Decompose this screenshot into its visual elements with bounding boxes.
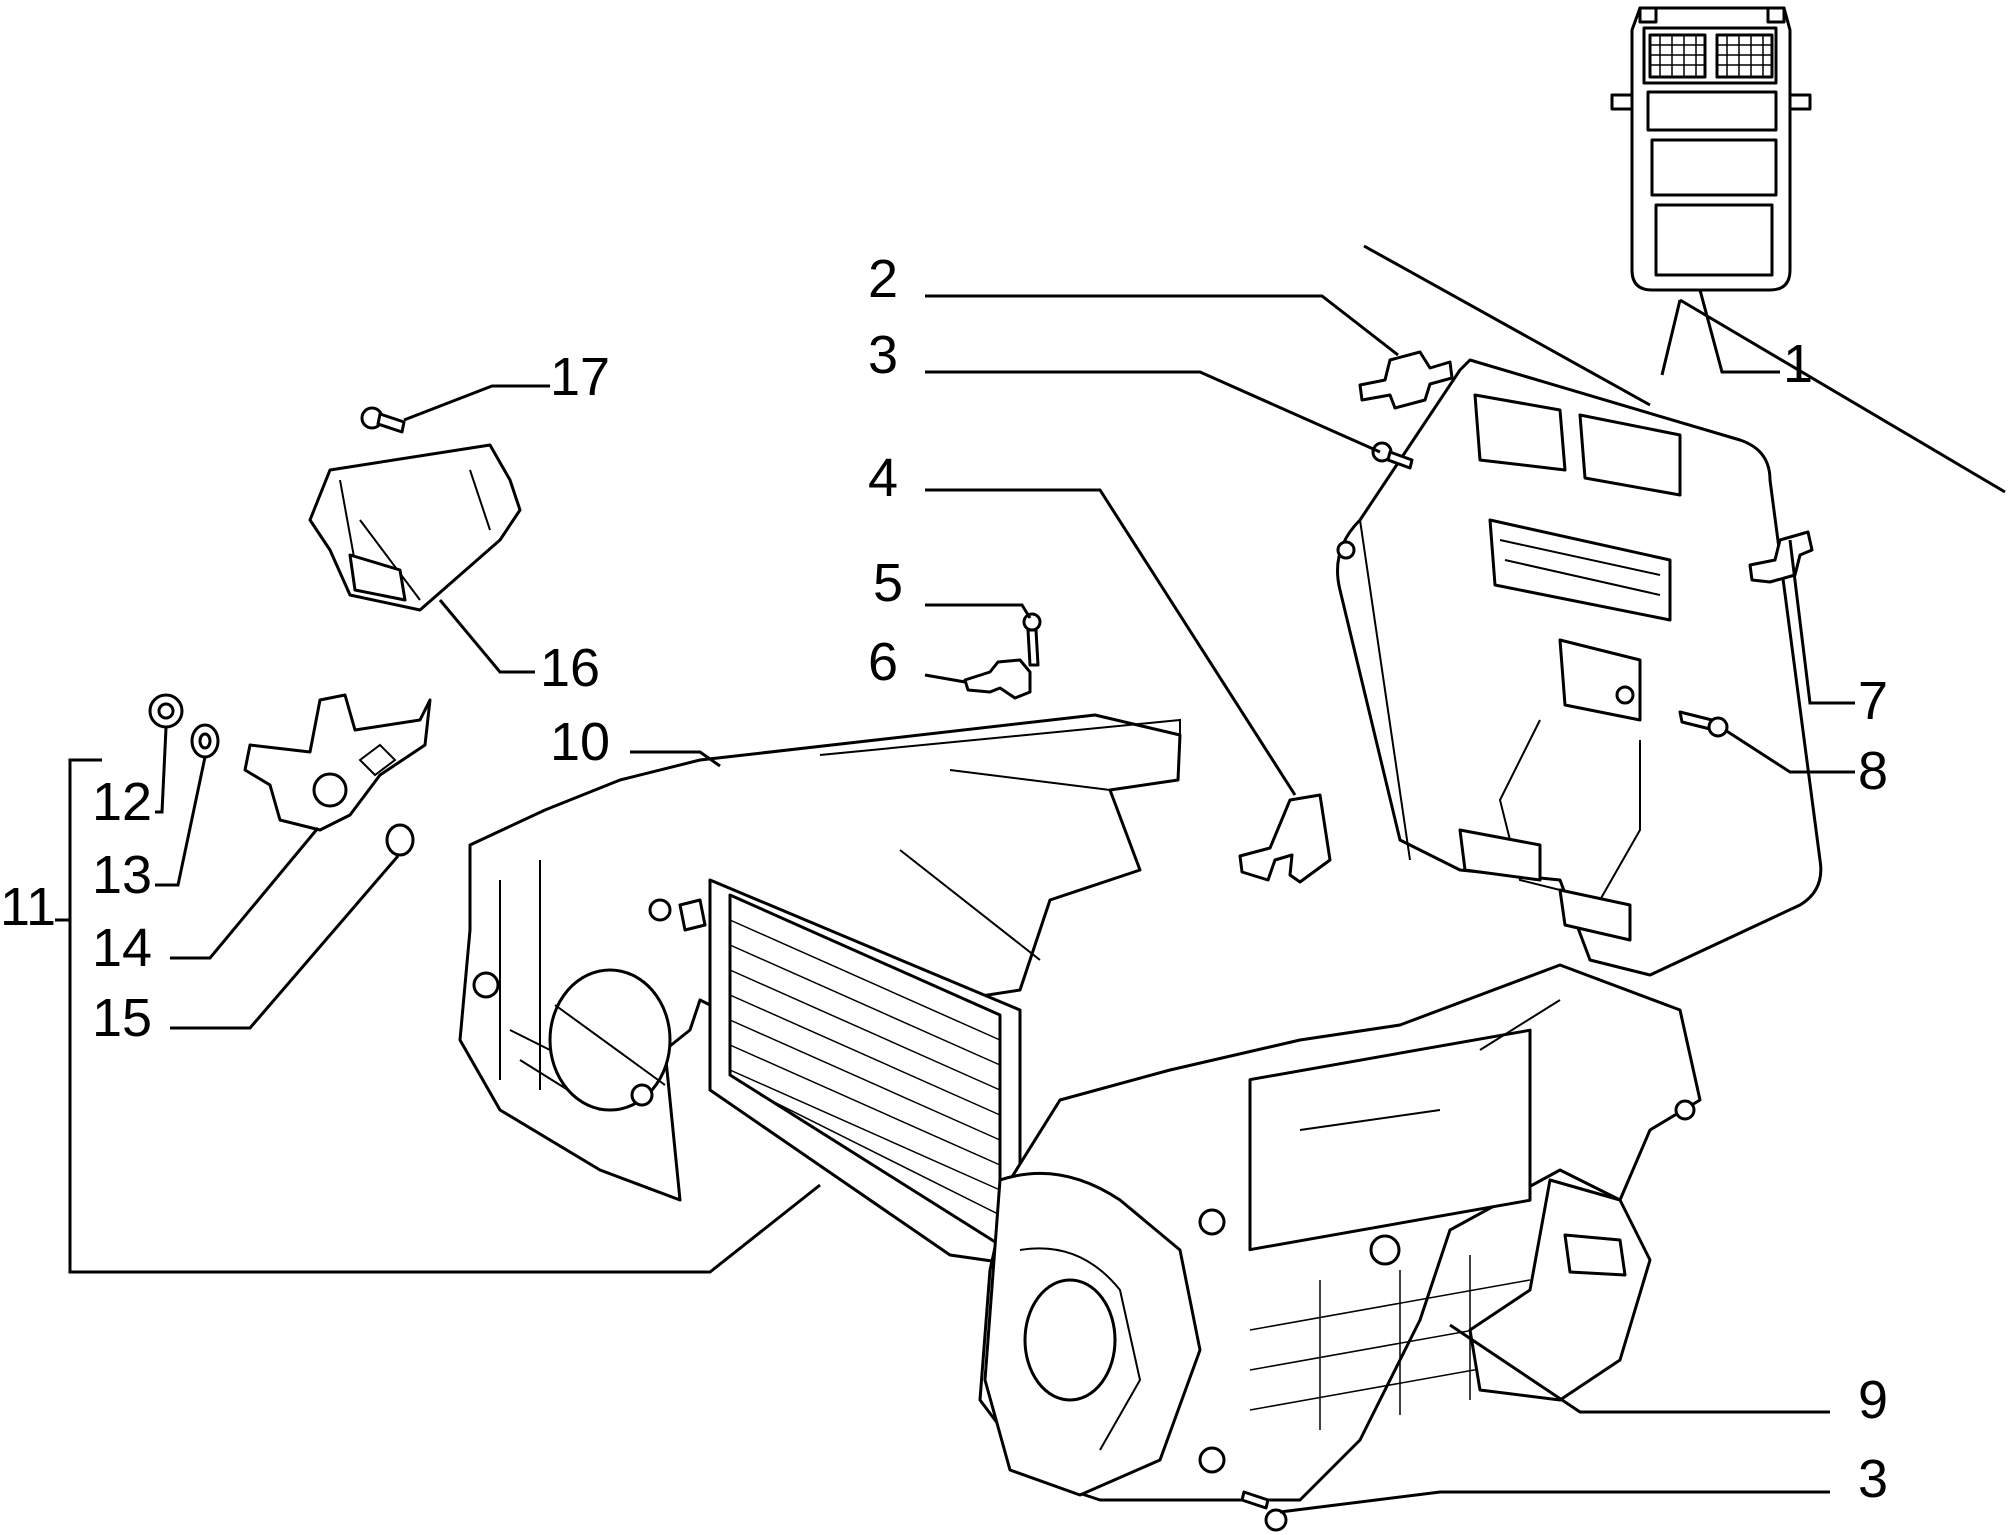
callout-4: 4 bbox=[868, 448, 898, 508]
part-bracket-7 bbox=[1748, 530, 1814, 584]
part-upper-duct-housing bbox=[1336, 358, 1823, 977]
callout-3-upper: 3 bbox=[868, 325, 898, 385]
part-center-vent-panel bbox=[1610, 6, 1812, 292]
callout-12: 12 bbox=[92, 772, 152, 832]
callout-labels: 1 2 3 4 5 6 7 8 9 3 10 11 12 13 14 15 16… bbox=[0, 249, 1888, 1509]
callout-11: 11 bbox=[0, 877, 56, 937]
leader-lines bbox=[55, 244, 2006, 1514]
callout-2: 2 bbox=[868, 249, 898, 309]
part-bracket-4 bbox=[1238, 793, 1332, 884]
part-screw-8 bbox=[1678, 710, 1729, 738]
part-washer-13 bbox=[190, 723, 220, 759]
part-blower-housing bbox=[978, 963, 1702, 1502]
part-screw-3-upper bbox=[1371, 441, 1414, 470]
callout-17: 17 bbox=[550, 347, 610, 407]
callout-16: 16 bbox=[540, 638, 600, 698]
callout-3-lower: 3 bbox=[1858, 1449, 1888, 1509]
callout-7: 7 bbox=[1858, 671, 1888, 731]
callout-5: 5 bbox=[873, 553, 903, 613]
part-screw-5 bbox=[1022, 612, 1042, 667]
callout-1: 1 bbox=[1783, 334, 1813, 394]
part-nut-12 bbox=[148, 693, 184, 729]
callout-13: 13 bbox=[92, 845, 152, 905]
part-valve-14 bbox=[243, 693, 432, 832]
callout-6: 6 bbox=[868, 632, 898, 692]
callout-15: 15 bbox=[92, 988, 152, 1048]
part-bracket-16 bbox=[308, 443, 522, 612]
part-screw-17 bbox=[360, 406, 406, 434]
callout-14: 14 bbox=[92, 918, 152, 978]
part-clip-6 bbox=[963, 658, 1032, 700]
part-bracket-2 bbox=[1358, 350, 1454, 410]
part-oring-15 bbox=[385, 823, 415, 857]
callout-10: 10 bbox=[550, 712, 610, 772]
part-screw-3-lower bbox=[1240, 1490, 1288, 1532]
callout-9: 9 bbox=[1858, 1370, 1888, 1430]
callout-8: 8 bbox=[1858, 741, 1888, 801]
